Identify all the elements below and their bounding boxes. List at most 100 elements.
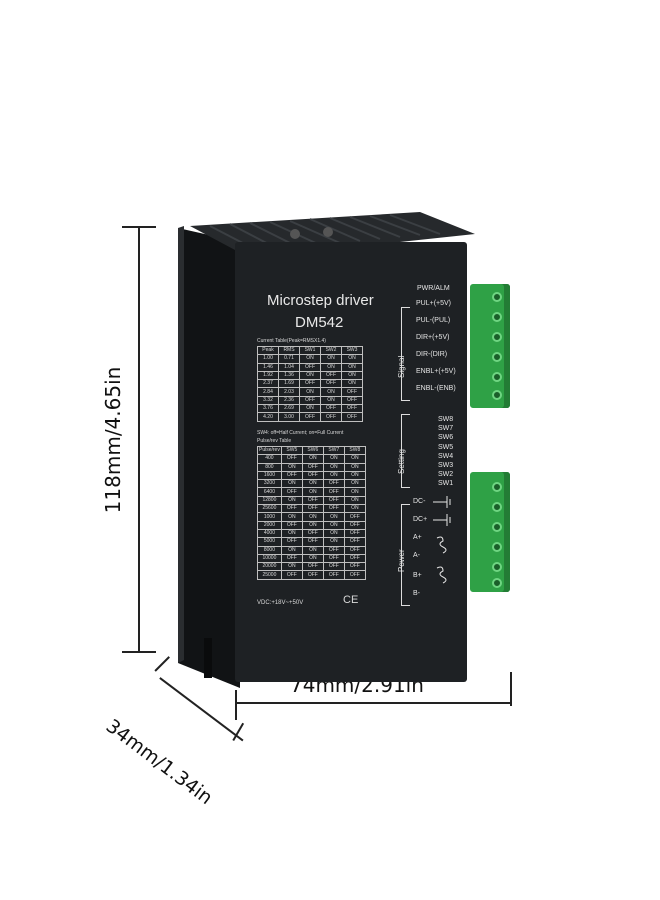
table-cell: OFF: [322, 562, 345, 572]
table-cell: 2.69: [278, 404, 300, 414]
terminal-screw: [492, 482, 502, 492]
power-pin-label: B+: [413, 572, 422, 579]
depth-dimension-label: 34mm/1.34in: [101, 715, 217, 810]
table-cell: RMS: [278, 345, 300, 356]
table-cell: OFF: [322, 545, 345, 555]
table-cell: SW5: [280, 445, 303, 456]
table-cell: ON: [280, 562, 303, 572]
table-cell: ON: [322, 454, 345, 464]
power-pin-label: B-: [413, 590, 420, 597]
table-cell: OFF: [299, 395, 321, 406]
table-cell: ON: [301, 545, 324, 555]
height-dimension-line: [138, 226, 140, 652]
table-cell: SW8: [343, 445, 366, 456]
table-cell: ON: [280, 528, 303, 539]
table-cell: ON: [343, 470, 366, 481]
table-cell: Peak: [257, 345, 279, 356]
table-cell: ON: [301, 454, 324, 464]
terminal-screw: [492, 292, 502, 302]
table-cell: OFF: [343, 537, 366, 547]
table-cell: ON: [301, 479, 324, 489]
product-title: Microstep driver: [267, 292, 374, 309]
table-cell: OFF: [301, 470, 324, 481]
table-cell: ON: [280, 545, 303, 555]
table-cell: 20000: [257, 562, 282, 572]
table-cell: OFF: [301, 528, 324, 539]
table-cell: ON: [341, 354, 363, 364]
sw4-note: SW4: off=Half Current; on=Full Current: [257, 430, 344, 436]
table-cell: OFF: [343, 520, 366, 530]
signal-terminal-block: [470, 284, 510, 408]
table-cell: SW6: [301, 445, 324, 456]
table-cell: ON: [341, 362, 363, 372]
signal-pin-label: ENBL-(ENB): [416, 385, 456, 392]
height-dimension-label: 118mm/4.65in: [101, 366, 125, 514]
table-cell: OFF: [341, 412, 363, 422]
driver-front-panel: Microstep driver DM542 Current Table(Pea…: [235, 242, 467, 682]
table-cell: 1.69: [278, 379, 300, 389]
table-cell: 1.00: [257, 354, 279, 364]
table-cell: 1.04: [278, 362, 300, 372]
table-cell: OFF: [343, 545, 366, 555]
table-cell: ON: [280, 479, 303, 489]
table-cell: 1600: [257, 470, 282, 481]
table-cell: OFF: [343, 553, 366, 564]
table-cell: OFF: [320, 404, 342, 414]
table-cell: ON: [301, 512, 324, 522]
table-cell: Pulse/rev: [257, 445, 282, 456]
table-cell: ON: [343, 487, 366, 497]
table-cell: 800: [257, 462, 282, 472]
table-cell: 2.03: [278, 387, 300, 397]
table-cell: SW1: [299, 345, 321, 356]
table-cell: 3.00: [278, 412, 300, 422]
signal-pin-label: ENBL+(+5V): [416, 368, 456, 375]
table-cell: SW3: [341, 345, 363, 356]
terminal-screw: [492, 372, 502, 382]
table-cell: OFF: [280, 520, 303, 530]
table-cell: OFF: [301, 562, 324, 572]
table-cell: OFF: [322, 495, 345, 506]
table-cell: ON: [299, 387, 321, 397]
table-cell: OFF: [301, 570, 324, 580]
table-cell: OFF: [280, 537, 303, 547]
terminal-screw: [492, 502, 502, 512]
table-cell: 3.76: [257, 404, 279, 414]
table-cell: 25000: [257, 570, 282, 580]
signal-bracket: [401, 307, 410, 401]
table-cell: ON: [320, 362, 342, 372]
table-cell: 8000: [257, 545, 282, 555]
table-cell: 6400: [257, 487, 282, 497]
table-cell: ON: [301, 553, 324, 564]
width-dimension-cap-left: [235, 690, 237, 720]
table-cell: 5000: [257, 537, 282, 547]
setting-bracket: [401, 414, 410, 488]
signal-pin-label: DIR-(DIR): [416, 351, 448, 358]
power-label: Power: [397, 549, 406, 572]
table-cell: OFF: [343, 528, 366, 539]
table-cell: 4.20: [257, 412, 279, 422]
height-dimension-cap-top: [122, 226, 156, 228]
table-cell: 25600: [257, 504, 282, 514]
table-cell: OFF: [341, 395, 363, 406]
table-cell: 2.37: [257, 379, 279, 389]
table-cell: OFF: [280, 553, 303, 564]
table-cell: OFF: [280, 487, 303, 497]
switch-label: SW3: [438, 462, 454, 469]
setting-label: Setting: [397, 449, 406, 474]
terminal-screw: [492, 542, 502, 552]
pwr-alm-label: PWR/ALM: [417, 285, 450, 292]
table-cell: ON: [341, 379, 363, 389]
power-terminal-block: [470, 472, 510, 592]
